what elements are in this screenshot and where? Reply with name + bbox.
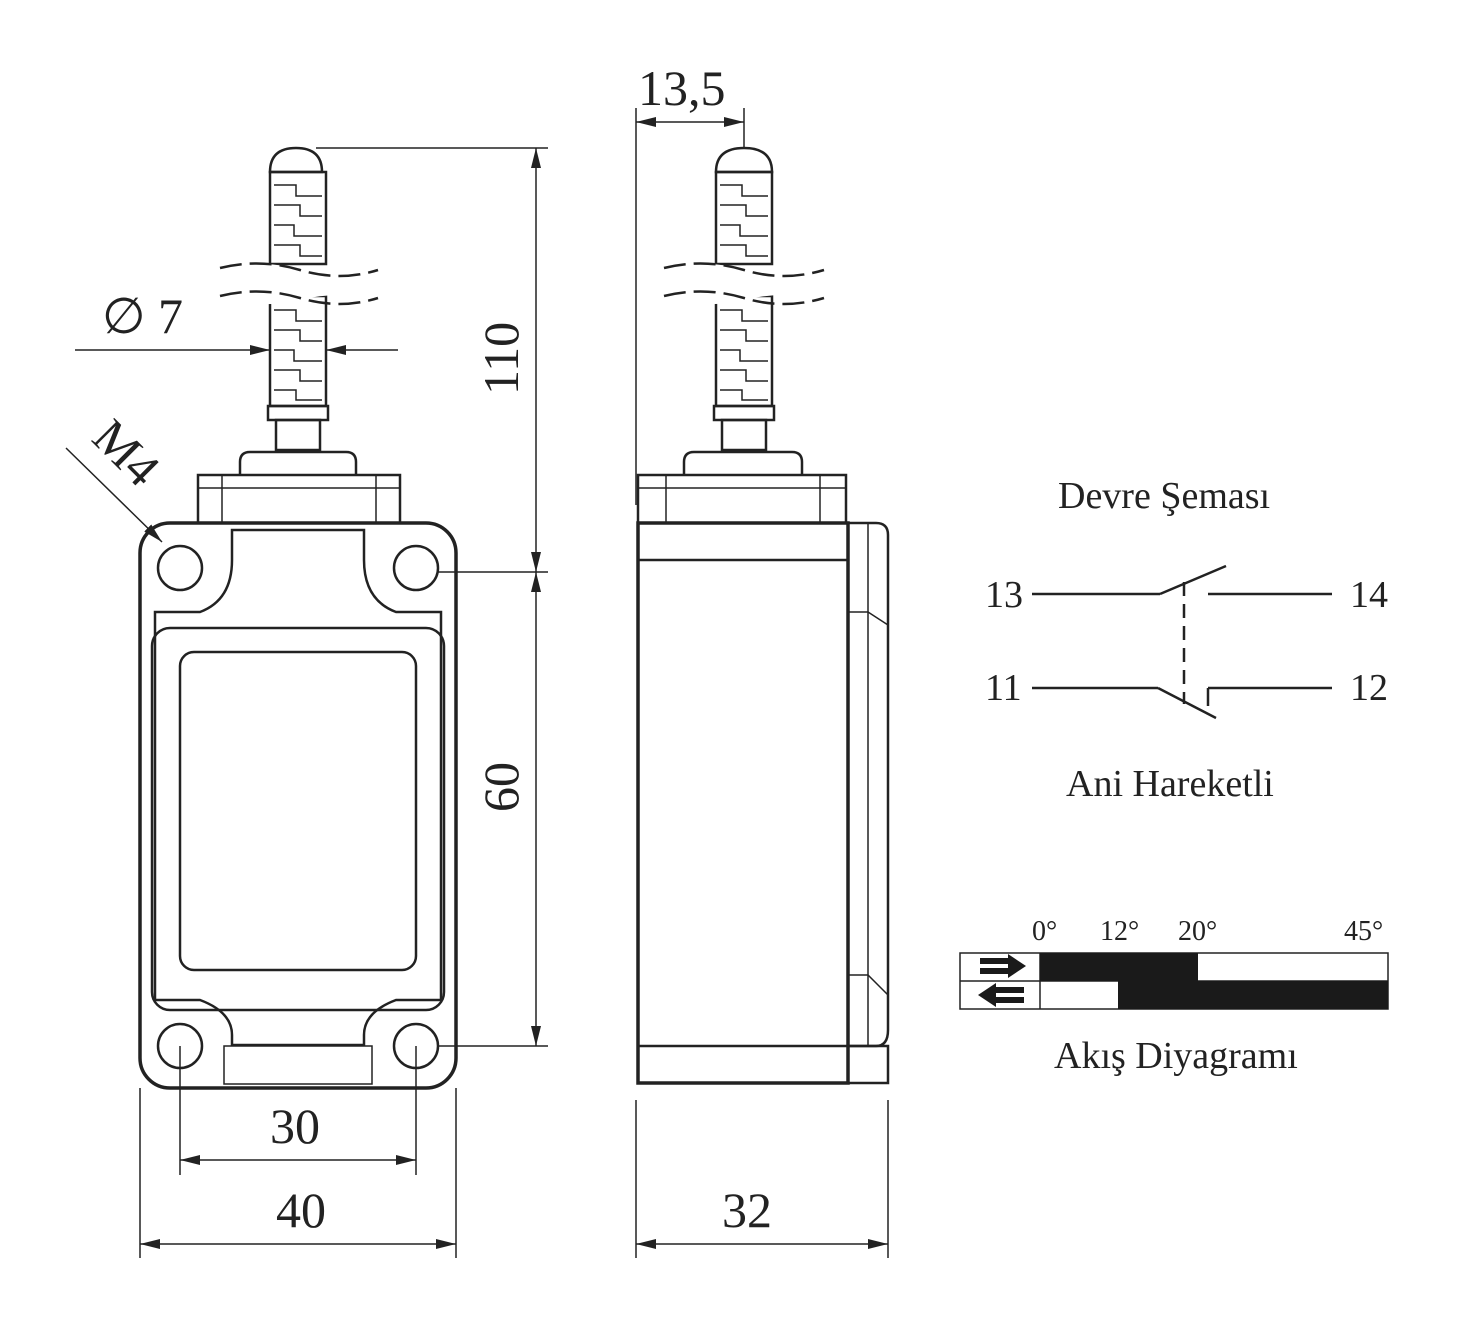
flow-bar-return — [1118, 981, 1388, 1009]
arrow-right-icon — [980, 954, 1026, 978]
side-spring-coils — [720, 184, 768, 401]
rod-diameter-label: ∅ 7 — [102, 288, 183, 344]
mount-hole-top-right — [392, 544, 440, 592]
hole-spacing-30-label: 30 — [270, 1098, 320, 1154]
mount-hole-top-left — [156, 544, 204, 592]
angle-0: 0° — [1032, 916, 1057, 947]
angle-45: 45° — [1344, 916, 1383, 947]
height-60-label: 60 — [473, 762, 529, 812]
angle-12: 12° — [1100, 916, 1139, 947]
flow-diagram: 0° 12° 20° 45° Akış Diyagramı — [959, 916, 1389, 1077]
plunger-offset-label: 13,5 — [638, 60, 726, 116]
side-view — [636, 146, 890, 1085]
terminal-11: 11 — [985, 667, 1022, 709]
side-dimensions: 13,5 32 — [635, 60, 889, 1258]
side-plunger-rod — [663, 146, 825, 452]
thread-label: M4 — [82, 408, 171, 497]
circuit-diagram: Devre Şeması 13 14 11 12 Ani Hareketli — [985, 475, 1388, 805]
front-plunger-rod — [219, 146, 379, 452]
front-head — [196, 450, 402, 525]
width-40-label: 40 — [276, 1182, 326, 1238]
depth-32-label: 32 — [722, 1182, 772, 1238]
terminal-12: 12 — [1350, 667, 1388, 709]
flow-bar-forward — [1040, 953, 1198, 981]
side-head — [636, 450, 848, 525]
flow-title: Akış Diyagramı — [1054, 1035, 1298, 1077]
arrow-left-icon — [978, 983, 1024, 1007]
switch-contacts — [1032, 564, 1332, 720]
terminal-13: 13 — [985, 574, 1023, 616]
circuit-title: Devre Şeması — [1058, 475, 1270, 517]
angle-20: 20° — [1178, 916, 1217, 947]
side-body — [636, 521, 890, 1085]
circuit-subtitle: Ani Hareketli — [1066, 763, 1274, 805]
front-window — [178, 650, 418, 972]
front-view — [138, 146, 458, 1090]
front-spring-coils — [274, 184, 322, 401]
front-body — [138, 521, 458, 1090]
height-110-label: 110 — [473, 322, 529, 395]
terminal-14: 14 — [1350, 574, 1388, 616]
